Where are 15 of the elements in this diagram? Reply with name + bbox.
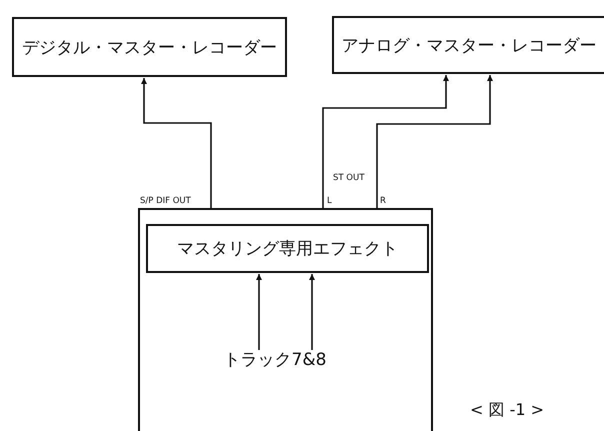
arrow — [322, 75, 449, 209]
port-label: S/P DIF OUT — [140, 196, 191, 206]
arrow — [141, 78, 212, 209]
arrow — [309, 274, 315, 350]
effect-box: マスタリング専用エフェクト — [146, 224, 429, 273]
input-label: トラック7&8 — [210, 348, 340, 372]
arrow — [256, 274, 262, 350]
port-label: L — [327, 196, 332, 206]
port-label: ST OUT — [333, 173, 364, 183]
recorder-box: アナログ・マスター・レコーダー — [332, 16, 604, 74]
recorder-box: デジタル・マスター・レコーダー — [12, 17, 287, 77]
figure-caption: < 図 -1 > — [470, 400, 544, 421]
port-label: R — [380, 196, 386, 206]
arrow — [376, 75, 493, 209]
device-box — [138, 208, 433, 431]
